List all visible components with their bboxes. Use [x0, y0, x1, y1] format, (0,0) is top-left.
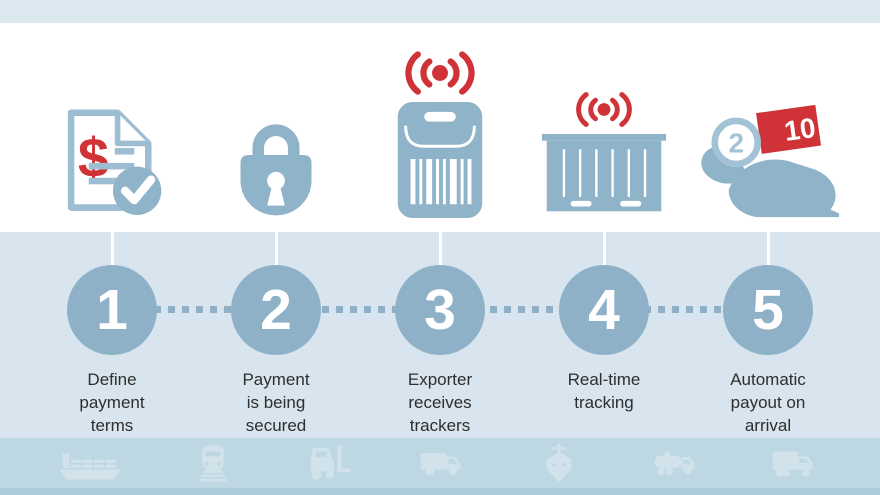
step-4-number: 4 [588, 277, 620, 342]
step-3-connector [438, 232, 442, 265]
forklift-icon [310, 445, 351, 480]
payment-terms-document-icon: $ [67, 109, 162, 215]
train-icon [198, 445, 228, 482]
step-5-number: 5 [752, 277, 784, 342]
steps-band: 1 Define payment terms 2 Payment is bein… [0, 232, 880, 438]
step-3-number-circle: 3 [395, 265, 485, 355]
step-5-number-circle: 5 [723, 265, 813, 355]
step-icon-column-5: 10 2 [686, 93, 850, 232]
step-icon-column-2 [194, 108, 358, 232]
step-2: 2 Payment is being secured [194, 232, 358, 438]
step-4-number-circle: 4 [559, 265, 649, 355]
step-1: 1 Define payment terms [30, 232, 194, 438]
shipping-container-icon [541, 134, 667, 212]
step-4-label: Real-time tracking [567, 370, 641, 412]
step-5-connector [766, 232, 770, 265]
icon-band: $ [0, 23, 880, 232]
tanker-truck-icon [654, 451, 695, 476]
step-2-connector [274, 232, 278, 265]
step-2-label: Payment is being secured [242, 370, 310, 435]
step-4: 4 Real-time tracking [522, 232, 686, 438]
transport-strip [0, 438, 880, 488]
tracker-slot [424, 111, 456, 122]
step-icon-column-4 [522, 91, 686, 232]
step-1-number: 1 [96, 277, 128, 342]
container-ship-icon [59, 453, 121, 480]
step-icon-column-1: $ [30, 106, 194, 232]
step-1-connector [110, 232, 114, 265]
coin-value: 2 [728, 128, 744, 159]
top-strip [0, 0, 880, 23]
step-2-number-circle: 2 [231, 265, 321, 355]
step-icon-column-3 [358, 50, 522, 232]
step-2-number: 2 [260, 277, 292, 342]
keyhole-icon [267, 171, 285, 190]
delivery-van-icon [420, 453, 461, 476]
step-3: 3 Exporter receives trackers [358, 232, 522, 438]
step-1-label: Define payment terms [79, 370, 145, 435]
step-4-connector [602, 232, 606, 265]
step-5: 5 Automatic payout on arrival [686, 232, 850, 438]
box-truck-icon [772, 451, 813, 477]
radio-signal-icon [405, 51, 475, 95]
barcode [410, 159, 472, 205]
footer-strip [0, 488, 880, 495]
tracker-device-icon [397, 102, 483, 218]
banknote-icon: 10 [756, 104, 822, 154]
step-5-label: Automatic payout on arrival [730, 370, 806, 435]
ship-bow-icon [546, 443, 572, 483]
step-1-number-circle: 1 [67, 265, 157, 355]
coin-icon: 2 [711, 117, 761, 168]
radio-signal-icon [576, 92, 632, 127]
step-3-number: 3 [424, 277, 456, 342]
padlock-icon [240, 124, 312, 216]
hand-payout-icon: 10 2 [701, 104, 839, 218]
step-3-label: Exporter receives trackers [407, 370, 473, 435]
banknote-value: 10 [782, 112, 817, 147]
